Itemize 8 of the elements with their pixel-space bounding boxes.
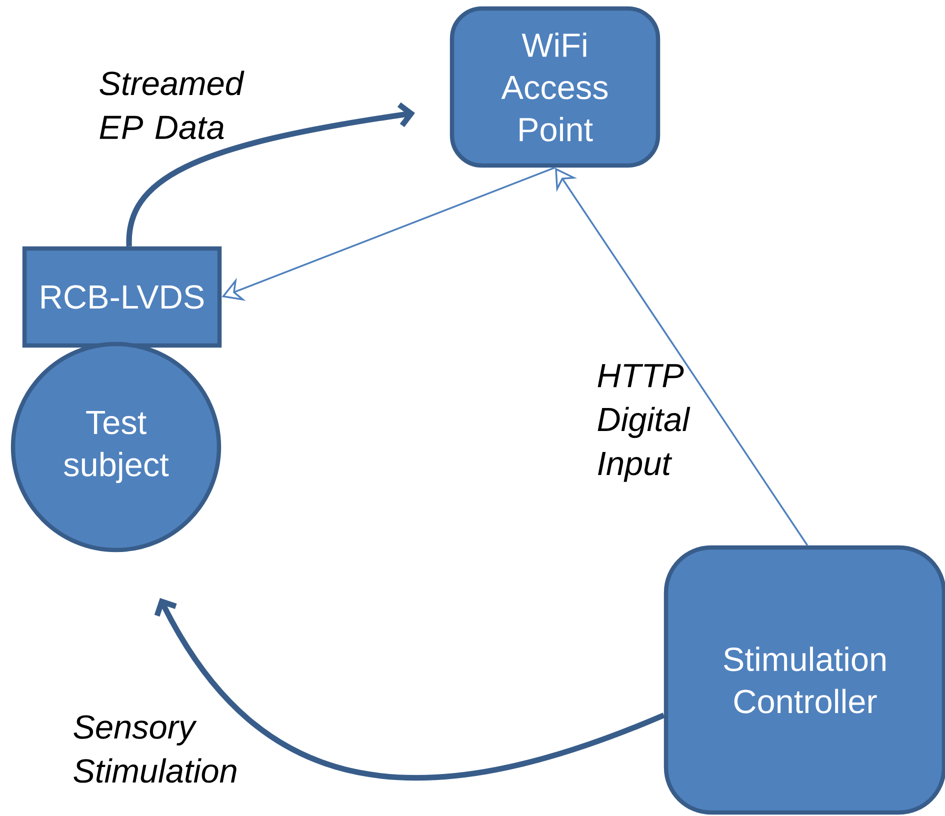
arrow xyxy=(154,598,665,780)
access-point-box: WiFi Access Point xyxy=(450,6,660,168)
edge-label: Sensory Stimulation xyxy=(74,715,236,783)
edge-label: Streamed EP Data xyxy=(100,70,244,140)
edge-label: HTTP Digital Input xyxy=(598,364,690,482)
controller-box: Stimulation Controller xyxy=(664,545,945,815)
arrow xyxy=(126,102,416,247)
board-box: RCB-LVDS xyxy=(22,246,222,348)
